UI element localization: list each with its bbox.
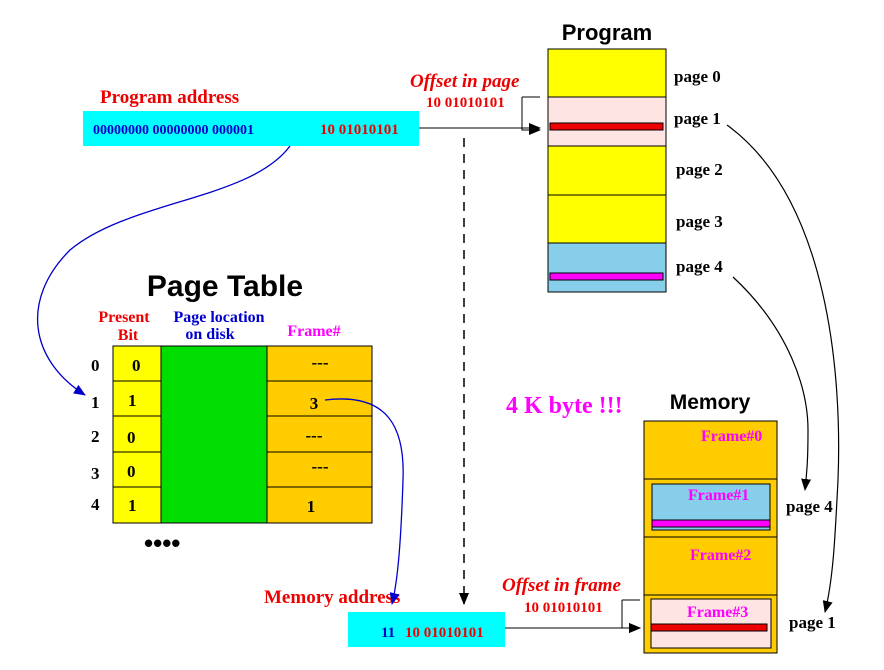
program-page-2 — [547, 145, 667, 196]
memory-frame-2 — [643, 536, 778, 596]
memory-title: Memory — [670, 391, 751, 414]
program-page-label-1: page 1 — [674, 109, 721, 128]
row-present-4: 1 — [128, 496, 137, 515]
program-address-to-page-table-arrow — [37, 145, 291, 396]
row-frame-4: 1 — [307, 497, 316, 516]
program-page-label-2: page 2 — [676, 160, 723, 179]
offset-in-frame-value: 10 01010101 — [524, 600, 603, 616]
memory-frame-1-marker — [651, 519, 771, 528]
offset-in-page-label: Offset in page — [410, 71, 520, 92]
memory-size-note: 4 K byte !!! — [506, 393, 623, 419]
program-pages — [547, 48, 667, 293]
row-present-0: 0 — [132, 356, 141, 375]
page-table-title: Page Table — [147, 270, 303, 303]
col-present-line1: Present — [98, 309, 150, 326]
location-column — [160, 345, 268, 524]
memory-frame-0 — [643, 420, 778, 480]
offset-in-frame-label: Offset in frame — [502, 575, 621, 596]
program-address-low-bits: 10 01010101 — [320, 122, 399, 138]
row-present-3: 0 — [127, 462, 136, 481]
frame-label-1: Frame#1 — [688, 487, 749, 504]
present-column — [112, 345, 162, 524]
memory-address-low-bits: 10 01010101 — [405, 625, 484, 641]
offset-in-page-value: 10 01010101 — [426, 95, 505, 111]
page-table-ellipsis: •••• — [144, 528, 180, 558]
frame-column — [266, 345, 373, 524]
program-page-4 — [547, 242, 667, 293]
program-page-3 — [547, 194, 667, 244]
program-page-label-4: page 4 — [676, 257, 723, 276]
row-frame-0: --- — [312, 353, 329, 372]
program-page-0 — [547, 48, 667, 98]
frame-label-3: Frame#3 — [687, 604, 748, 621]
row-frame-2: --- — [306, 426, 323, 445]
row-present-1: 1 — [128, 391, 137, 410]
memory-frame-3-marker — [650, 623, 768, 632]
col-location-line2: on disk — [185, 326, 234, 343]
row-index-3: 3 — [91, 464, 100, 483]
page-table-grid — [112, 345, 373, 524]
program-title: Program — [562, 20, 652, 45]
row-frame-3: --- — [312, 457, 329, 476]
page1-to-frame3-arrow — [726, 124, 840, 613]
col-present-line2: Bit — [118, 327, 139, 344]
program-page-1-marker — [549, 122, 664, 131]
program-page-label-3: page 3 — [676, 212, 723, 231]
col-frame-header: Frame# — [287, 323, 340, 340]
memory-side-label-page4: page 4 — [786, 497, 833, 516]
offset-page-bracket-arrow — [521, 97, 541, 135]
frame-number-to-memory-address-arrow — [324, 398, 404, 605]
program-page-1 — [547, 96, 667, 147]
frame-label-0: Frame#0 — [701, 428, 762, 445]
col-location-line1: Page location — [173, 309, 264, 326]
memory-side-label-page1: page 1 — [789, 613, 836, 632]
row-present-2: 0 — [127, 428, 136, 447]
row-index-4: 4 — [91, 495, 100, 514]
row-index-2: 2 — [91, 427, 100, 446]
row-index-0: 0 — [91, 356, 100, 375]
page4-to-frame1-arrow — [732, 276, 812, 491]
row-frame-1: 3 — [310, 394, 319, 413]
row-index-1: 1 — [91, 393, 100, 412]
program-page-4-marker — [549, 272, 664, 281]
program-page-label-0: page 0 — [674, 67, 721, 86]
program-address-high-bits: 00000000 00000000 000001 — [93, 123, 254, 138]
program-address-box — [83, 111, 419, 146]
program-address-label: Program address — [100, 87, 239, 108]
memory-address-high-bits: 11 — [381, 625, 395, 641]
memory-address-box — [348, 612, 505, 647]
memory-address-label: Memory address — [264, 587, 400, 608]
frame-label-2: Frame#2 — [690, 547, 751, 564]
memory-frames — [643, 420, 778, 654]
offset-frame-bracket-arrow — [621, 600, 641, 633]
